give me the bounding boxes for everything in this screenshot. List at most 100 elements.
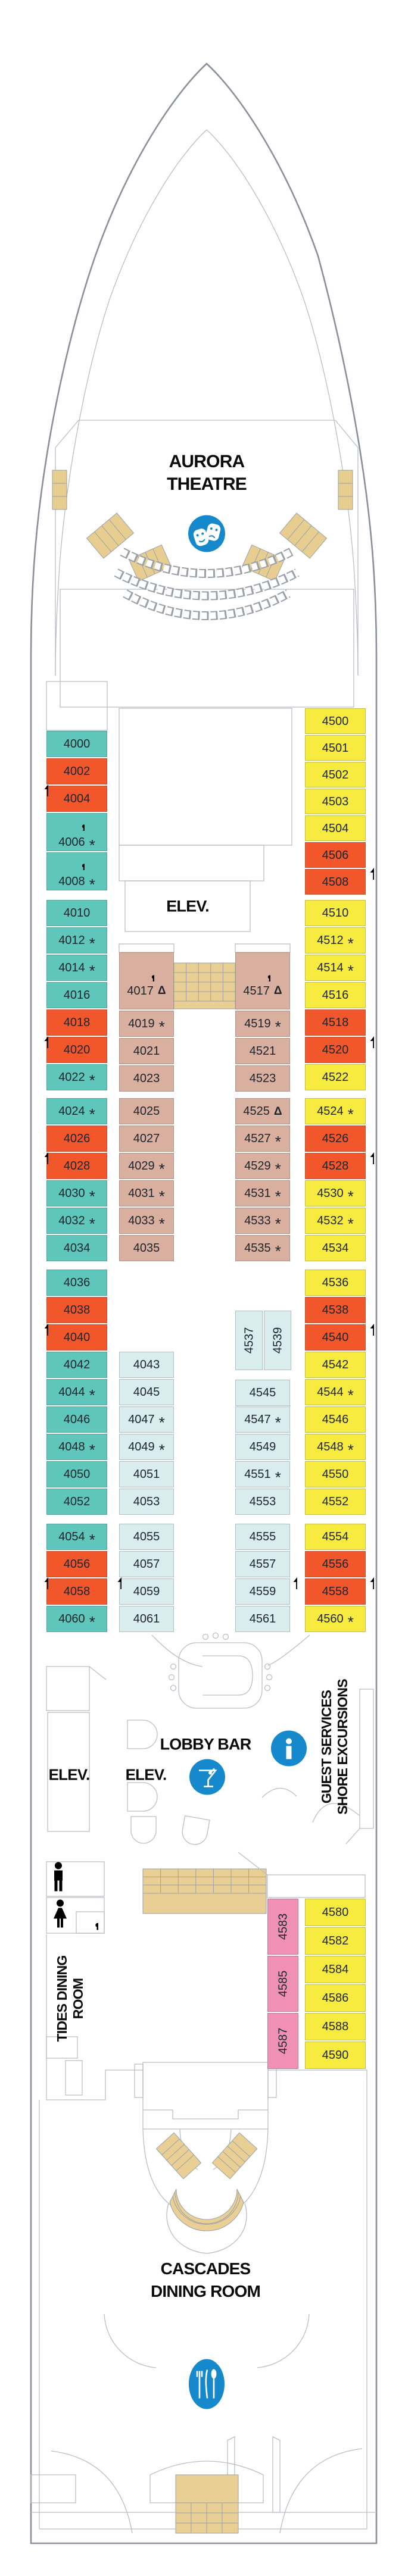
cabin-number: 4504 <box>322 821 349 835</box>
cabin-number: 4537 <box>242 1327 256 1354</box>
cabin-4026: 4026 <box>46 1126 107 1152</box>
cabin-number: 4535 <box>244 1242 271 1255</box>
cabin-number: 4055 <box>133 1530 160 1543</box>
cabin-number: 4584 <box>322 1963 349 1976</box>
cabin-4536: 4536 <box>305 1270 366 1296</box>
cabin-number: 4561 <box>249 1612 276 1625</box>
elevator-lobby-left-label: ELEV. <box>48 1765 91 1784</box>
cabin-number: 4018 <box>63 1016 91 1029</box>
cabin-4510: 4510 <box>305 900 366 926</box>
cabin-number: 4032 <box>58 1214 85 1227</box>
cabin-number: 4525 <box>243 1105 270 1118</box>
cabin-number: 4046 <box>63 1413 91 1426</box>
wheelchair-restroom-icon <box>80 1912 98 1933</box>
cabin-4028: 4028 <box>46 1153 107 1179</box>
tides-line1: TIDES DINING <box>54 1955 70 2042</box>
cabin-number: 4061 <box>133 1612 160 1625</box>
cabin-number: 4514 <box>317 961 344 974</box>
stairs-arrow-icon <box>112 1565 122 1589</box>
cabin-number: 4551 <box>244 1468 271 1481</box>
cabin-number: 4017 <box>127 984 154 998</box>
cabin-4000: 4000 <box>46 731 107 757</box>
cabin-number: 4053 <box>133 1495 160 1508</box>
cabin-number: 4553 <box>249 1495 276 1508</box>
cabin-4523: 4523 <box>235 1065 290 1092</box>
stairs-arrow-icon <box>364 1565 374 1589</box>
cabin-number: 4556 <box>322 1558 349 1571</box>
cabin-4021: 4021 <box>119 1038 174 1064</box>
cabin-number: 4044 <box>58 1386 85 1399</box>
male-icon <box>49 1862 67 1896</box>
cabin-number: 4521 <box>249 1045 276 1058</box>
cabin-4557: 4557 <box>235 1551 290 1577</box>
cabin-4006: 4006* <box>46 813 107 853</box>
star-symbol: * <box>347 1215 354 1233</box>
cabin-4023: 4023 <box>119 1065 174 1092</box>
cabin-number: 4034 <box>63 1242 91 1255</box>
star-symbol: * <box>275 1160 281 1178</box>
cabin-4058: 4058 <box>46 1578 107 1605</box>
cabin-4035: 4035 <box>119 1235 174 1261</box>
cabin-4048: 4048* <box>46 1434 107 1460</box>
cabin-4018: 4018 <box>46 1009 107 1036</box>
cabin-4588: 4588 <box>305 2013 366 2040</box>
cabin-4047: 4047* <box>119 1406 174 1433</box>
cabin-4030: 4030* <box>46 1180 107 1206</box>
star-symbol: * <box>275 1018 281 1036</box>
cabin-number: 4038 <box>63 1303 91 1317</box>
cabin-number: 4047 <box>128 1413 155 1426</box>
cabin-4535: 4535* <box>235 1235 290 1261</box>
cabin-4542: 4542 <box>305 1352 366 1378</box>
cabin-4010: 4010 <box>46 900 107 926</box>
star-symbol: * <box>89 1613 95 1631</box>
cabin-4586: 4586 <box>305 1984 366 2012</box>
delta-symbol: Δ <box>157 984 166 997</box>
cabin-4539: 4539 <box>264 1311 291 1370</box>
cabin-number: 4506 <box>322 848 349 862</box>
stairs-arrow-icon <box>39 1140 48 1164</box>
star-symbol: * <box>89 962 95 980</box>
cabin-number: 4030 <box>58 1187 85 1200</box>
cabin-4043: 4043 <box>119 1352 174 1378</box>
cabin-number: 4539 <box>271 1327 284 1354</box>
star-symbol: * <box>89 934 95 952</box>
cabin-4019: 4019* <box>119 1011 174 1037</box>
cabin-4587: 4587 <box>267 2013 298 2069</box>
stairs-arrow-icon <box>364 1024 374 1048</box>
cabin-number: 4025 <box>133 1105 160 1118</box>
star-symbol: * <box>275 1468 281 1486</box>
cabin-4582: 4582 <box>305 1927 366 1955</box>
stairs-arrow-icon <box>39 773 48 796</box>
cabin-4502: 4502 <box>305 762 366 787</box>
cabin-number: 4534 <box>322 1242 349 1255</box>
star-symbol: * <box>89 1215 95 1233</box>
cabin-4546: 4546 <box>305 1406 366 1433</box>
cabin-number: 4529 <box>244 1159 271 1173</box>
cabin-number: 4004 <box>63 792 91 805</box>
cabin-number: 4558 <box>322 1585 349 1598</box>
cabin-4550: 4550 <box>305 1461 366 1487</box>
cabin-4584: 4584 <box>305 1956 366 1983</box>
cabin-4532: 4532* <box>305 1208 366 1234</box>
cabin-number: 4026 <box>63 1132 91 1145</box>
cabin-number: 4002 <box>63 765 91 778</box>
cabin-number: 4020 <box>63 1043 91 1056</box>
cabin-number: 4555 <box>249 1530 276 1543</box>
cabin-4055: 4055 <box>119 1524 174 1550</box>
cabin-4561: 4561 <box>235 1606 290 1632</box>
cabin-4520: 4520 <box>305 1037 366 1063</box>
stairs-arrow-icon <box>364 1140 374 1164</box>
cabin-4500: 4500 <box>305 708 366 734</box>
cabin-number: 4583 <box>276 1913 289 1940</box>
elevator-lobby-center-label: ELEV. <box>125 1765 167 1784</box>
cabin-4038: 4038 <box>46 1297 107 1323</box>
cabin-number: 4540 <box>322 1331 349 1344</box>
cabin-number: 4040 <box>63 1331 91 1344</box>
cabin-4054: 4054* <box>46 1524 107 1550</box>
cabin-number: 4036 <box>63 1276 91 1289</box>
cabin-number: 4058 <box>63 1585 91 1598</box>
theatre-name-line2: THEATRE <box>167 474 247 494</box>
star-symbol: * <box>89 1441 95 1459</box>
stairs-arrow-icon <box>39 1312 48 1336</box>
cabin-4036: 4036 <box>46 1270 107 1296</box>
